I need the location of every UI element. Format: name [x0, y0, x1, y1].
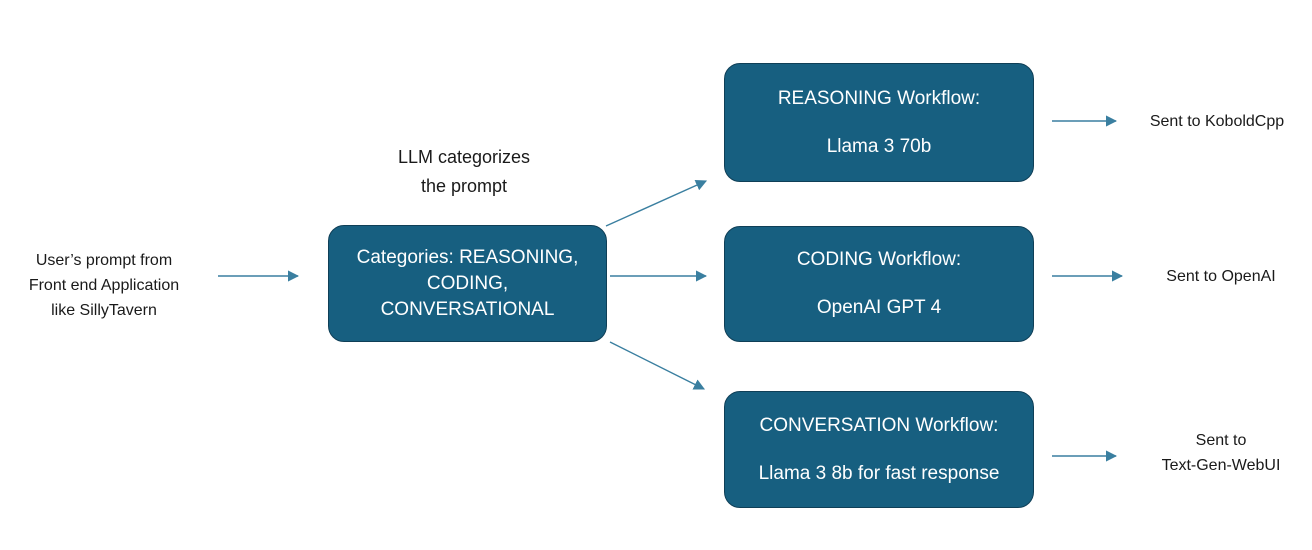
- input-line: Front end Application: [28, 277, 180, 294]
- categorize-note: LLM categorizes the prompt: [374, 143, 554, 201]
- conversation-workflow-box: CONVERSATION Workflow: Llama 3 8b for fa…: [724, 391, 1034, 508]
- arrow-categories-to-conversation: [609, 341, 706, 390]
- workflow-title: CONVERSATION Workflow:: [759, 414, 999, 436]
- destination-koboldcpp: Sent to KoboldCpp: [1132, 109, 1302, 134]
- reasoning-workflow-box: REASONING Workflow: Llama 3 70b: [724, 63, 1034, 182]
- input-prompt-label: User’s prompt from Front end Application…: [14, 248, 194, 323]
- destination-line: Sent to: [1195, 432, 1247, 449]
- input-line: User’s prompt from: [35, 252, 173, 269]
- categorize-note-line: LLM categorizes: [397, 147, 531, 167]
- workflow-model: Llama 3 8b for fast response: [758, 462, 1000, 484]
- arrow-categories-to-reasoning: [605, 180, 708, 227]
- destination-line: Text-Gen-WebUI: [1161, 457, 1281, 474]
- workflow-model: Llama 3 70b: [826, 135, 932, 157]
- categorize-note-line: the prompt: [420, 176, 508, 196]
- destination-line: Sent to KoboldCpp: [1149, 113, 1285, 130]
- categories-line: CODING,: [426, 272, 509, 294]
- coding-workflow-box: CODING Workflow: OpenAI GPT 4: [724, 226, 1034, 342]
- workflow-model: OpenAI GPT 4: [816, 297, 942, 318]
- destination-text-gen-webui: Sent to Text-Gen-WebUI: [1140, 428, 1302, 478]
- workflow-title: REASONING Workflow:: [777, 87, 981, 109]
- destination-line: Sent to OpenAI: [1166, 268, 1276, 285]
- destination-openai: Sent to OpenAI: [1140, 264, 1302, 289]
- categories-line: CONVERSATIONAL: [380, 298, 555, 320]
- categories-box: Categories: REASONING, CODING, CONVERSAT…: [328, 225, 607, 342]
- input-line: like SillyTavern: [51, 302, 157, 319]
- workflow-title: CODING Workflow:: [796, 249, 962, 270]
- categories-line: Categories: REASONING,: [356, 246, 579, 268]
